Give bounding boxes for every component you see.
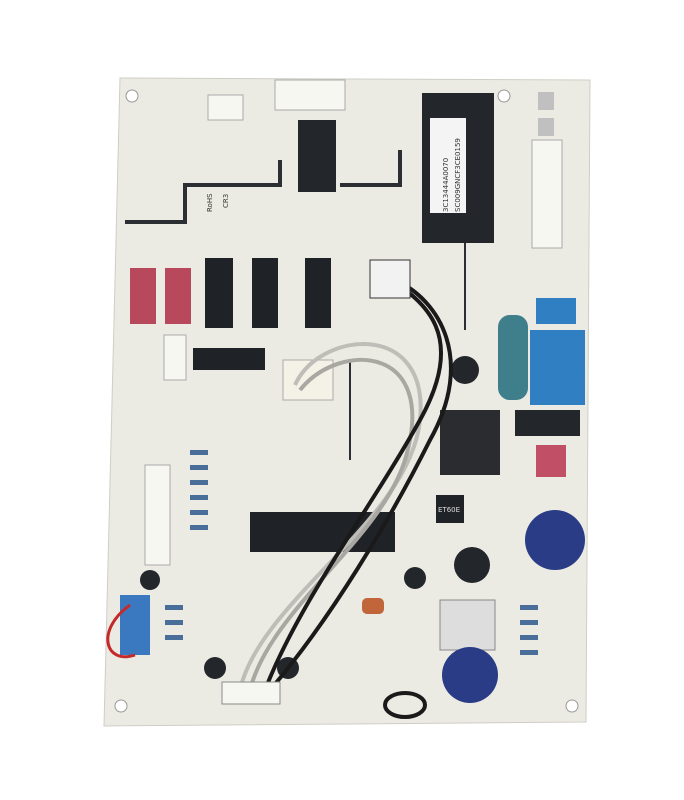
blue-transformer: [530, 330, 585, 405]
spade-terminal: [538, 118, 554, 136]
electrolytic-capacitor: [525, 510, 585, 570]
connector-white: [274, 79, 346, 111]
electrolytic-capacitor: [451, 356, 479, 384]
teal-capacitor: [498, 315, 528, 400]
red-connector: [536, 445, 566, 477]
mounting-hole: [565, 699, 579, 713]
relay-small: [298, 120, 336, 192]
circuit-board: [103, 77, 591, 727]
red-connector: [130, 268, 156, 324]
barcode-text: SC009GNCF3CE0159: [454, 138, 462, 212]
ic-chip: [252, 258, 278, 328]
ic-chip: [205, 258, 233, 328]
connector-blue: [120, 595, 150, 655]
ic-chip: [305, 258, 331, 328]
connector-white: [531, 139, 563, 249]
electrolytic-capacitor: [454, 547, 490, 583]
grey-wire: [248, 358, 415, 691]
relay-small: [515, 410, 580, 436]
heatsink: [439, 599, 496, 651]
electrolytic-capacitor: [204, 657, 226, 679]
black-wire: [263, 273, 443, 691]
mounting-hole: [114, 699, 128, 713]
barcode-label: [430, 118, 466, 213]
connector-white: [163, 334, 187, 381]
mounting-hole: [125, 89, 139, 103]
blue-connector: [536, 298, 576, 324]
copper-trace: [349, 230, 466, 460]
electrolytic-capacitor: [140, 570, 160, 590]
connector-white: [144, 464, 171, 566]
ic-chip: [193, 348, 265, 370]
connector-white: [221, 681, 281, 705]
resistor-array: [165, 450, 538, 655]
mounting-hole: [497, 89, 511, 103]
ceramic-capacitor: [362, 598, 384, 614]
ic-marking: CR3: [222, 194, 230, 208]
grey-wire: [238, 342, 423, 691]
electrolytic-capacitor: [404, 567, 426, 589]
barcode-text: 3C13444A0070: [442, 158, 450, 212]
chip-marking: ET60E: [438, 506, 460, 514]
wire-loop: [383, 691, 427, 719]
ic-chip: [436, 495, 464, 523]
black-wire: [268, 278, 453, 692]
copper-trace: [125, 150, 402, 224]
connector-white: [207, 94, 244, 121]
red-wire: [106, 603, 136, 659]
rohs-label: RoHS: [206, 193, 214, 212]
red-connector: [165, 268, 191, 324]
wire-connector: [369, 259, 411, 299]
spade-terminal: [538, 92, 554, 110]
electrolytic-capacitor: [442, 647, 498, 703]
heatsink: [440, 410, 500, 475]
